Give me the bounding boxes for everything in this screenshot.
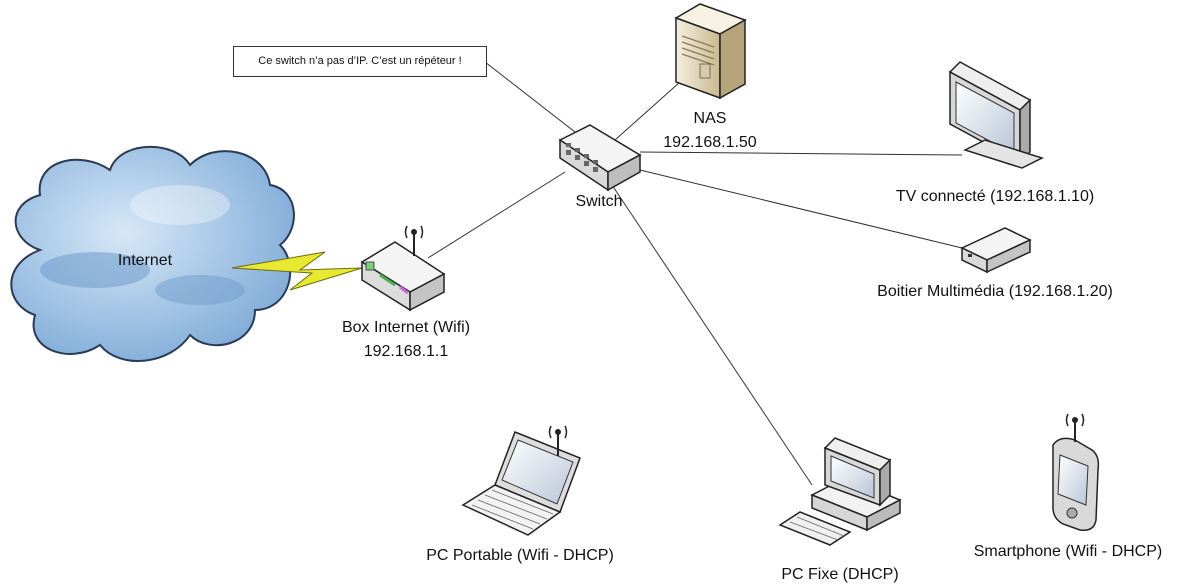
internet-label: Internet <box>117 252 173 269</box>
nas-server-icon <box>674 3 747 100</box>
tv-label: TV connecté (192.168.1.10) <box>895 188 1095 205</box>
switch-note-callout: Ce switch n’a pas d’IP. C’est un répéteu… <box>233 46 487 77</box>
link-switch-media <box>639 169 963 249</box>
link-note-switch <box>484 61 576 133</box>
link-switch-tv <box>639 151 963 156</box>
router-icon <box>360 225 446 312</box>
internet-cloud-icon <box>10 145 295 362</box>
switch-icon <box>558 124 642 192</box>
nas-label: NAS <box>693 110 727 127</box>
box-ip: 192.168.1.1 <box>363 343 449 360</box>
link-switch-nas <box>614 81 681 141</box>
laptop-icon <box>461 425 581 536</box>
link-switch-pc <box>611 184 813 486</box>
pc-label: PC Fixe (DHCP) <box>781 566 899 583</box>
phone-label: Smartphone (Wifi - DHCP) <box>973 543 1163 560</box>
media-label: Boitier Multimédia (192.168.1.20) <box>877 283 1113 300</box>
link-box-switch <box>427 171 566 259</box>
laptop-label: PC Portable (Wifi - DHCP) <box>426 547 614 564</box>
desktop-pc-icon <box>778 437 902 546</box>
smartphone-icon <box>1052 413 1100 532</box>
media-box-icon <box>960 227 1032 274</box>
tv-monitor-icon <box>948 61 1044 169</box>
box-label: Box Internet (Wifi) <box>341 319 471 336</box>
switch-label: Switch <box>575 193 623 210</box>
nas-ip: 192.168.1.50 <box>663 134 757 151</box>
